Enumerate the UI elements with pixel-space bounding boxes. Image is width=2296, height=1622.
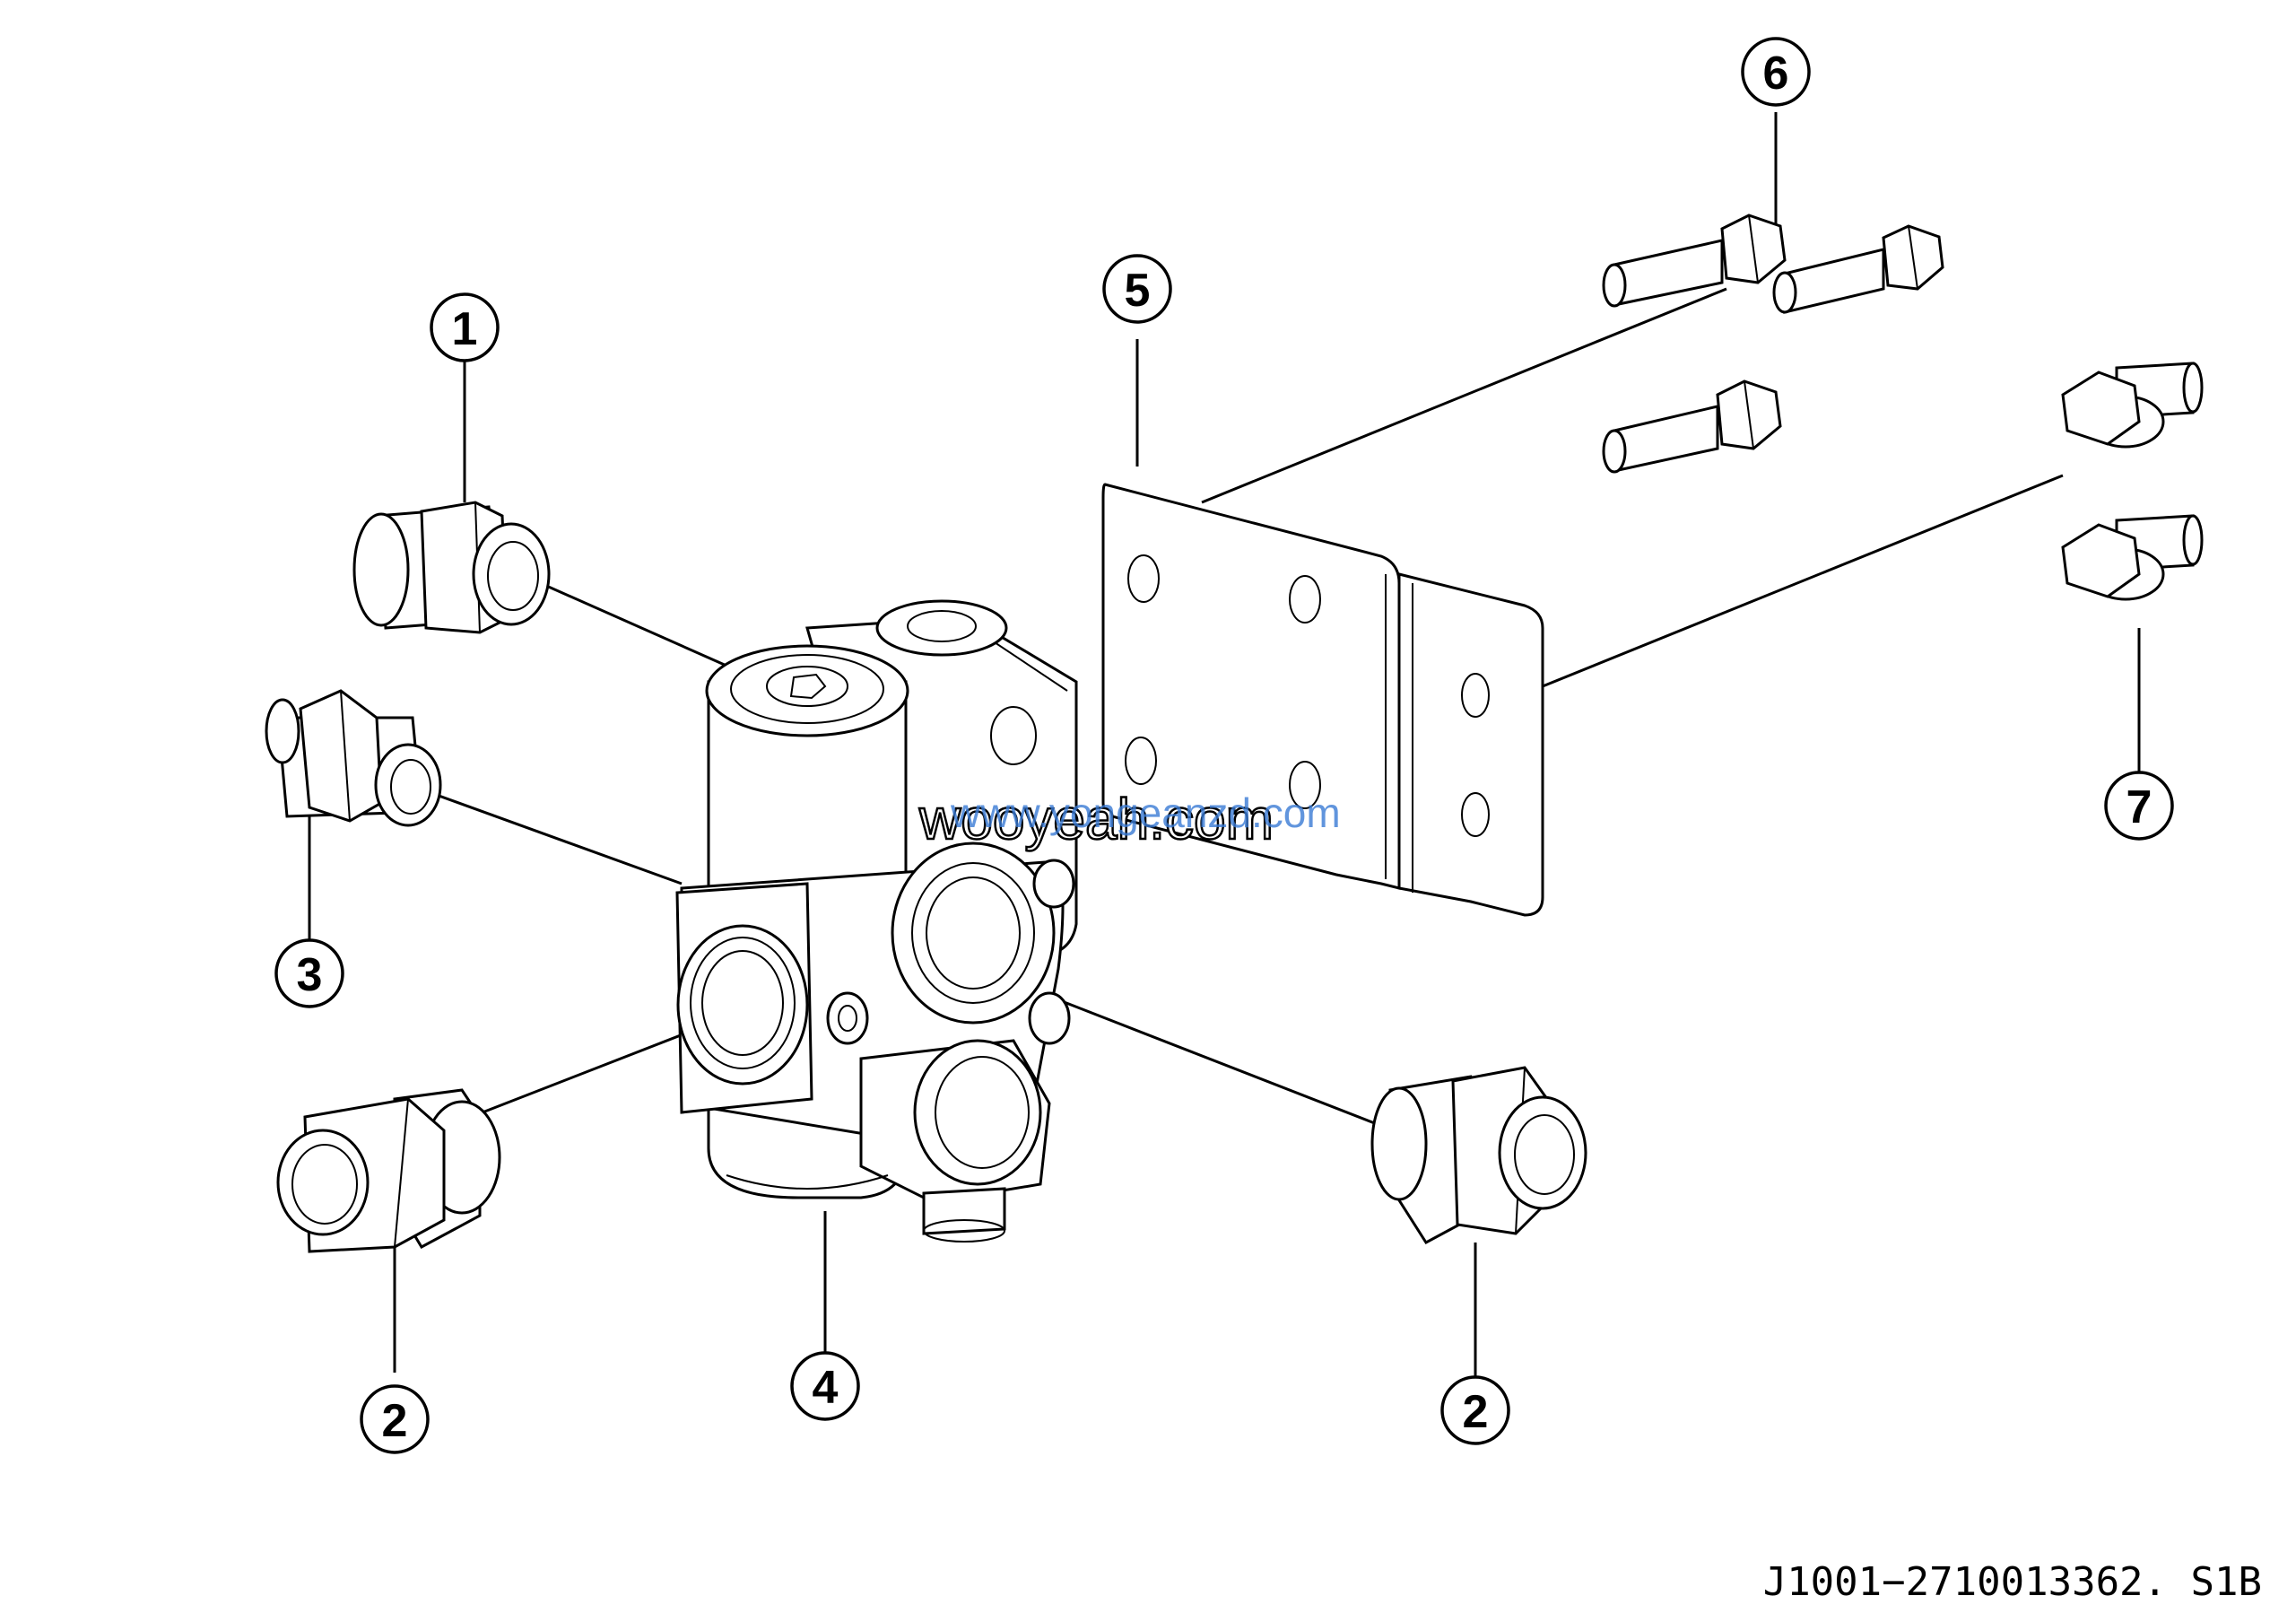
mounting-bracket bbox=[1101, 483, 1544, 917]
callout-1: 1 bbox=[430, 292, 500, 362]
valve-body bbox=[675, 599, 1078, 1243]
callout-number: 4 bbox=[813, 1362, 839, 1414]
union-fitting-2-right bbox=[1370, 1066, 1587, 1244]
callout-2-right: 2 bbox=[1440, 1375, 1510, 1445]
flange-bolts-7 bbox=[2061, 362, 2204, 601]
callout-number: 6 bbox=[1763, 48, 1789, 100]
callout-number: 5 bbox=[1125, 265, 1151, 317]
callout-5: 5 bbox=[1102, 254, 1172, 324]
callout-number: 7 bbox=[2126, 781, 2152, 833]
drawing-code: J1001−2710013362. S1B bbox=[1763, 1559, 2262, 1605]
fitting-1 bbox=[352, 501, 551, 634]
leader-lines bbox=[308, 112, 2141, 1377]
callout-4: 4 bbox=[790, 1351, 860, 1421]
union-fitting-2-left bbox=[276, 1088, 501, 1253]
watermark-secondary: www.yongeanzd.com bbox=[950, 789, 1341, 836]
fitting-3 bbox=[265, 689, 442, 827]
callout-3: 3 bbox=[274, 938, 344, 1008]
callout-number: 1 bbox=[452, 303, 478, 355]
watermark-primary: wooyeah.com bbox=[918, 787, 1274, 851]
callout-number: 3 bbox=[297, 949, 323, 1001]
callout-2-left: 2 bbox=[360, 1384, 430, 1454]
callout-7: 7 bbox=[2104, 771, 2174, 841]
callout-number: 2 bbox=[1463, 1386, 1489, 1438]
callout-number: 2 bbox=[382, 1395, 408, 1447]
hex-bolts-6 bbox=[1602, 214, 1944, 474]
callout-6: 6 bbox=[1741, 37, 1811, 107]
